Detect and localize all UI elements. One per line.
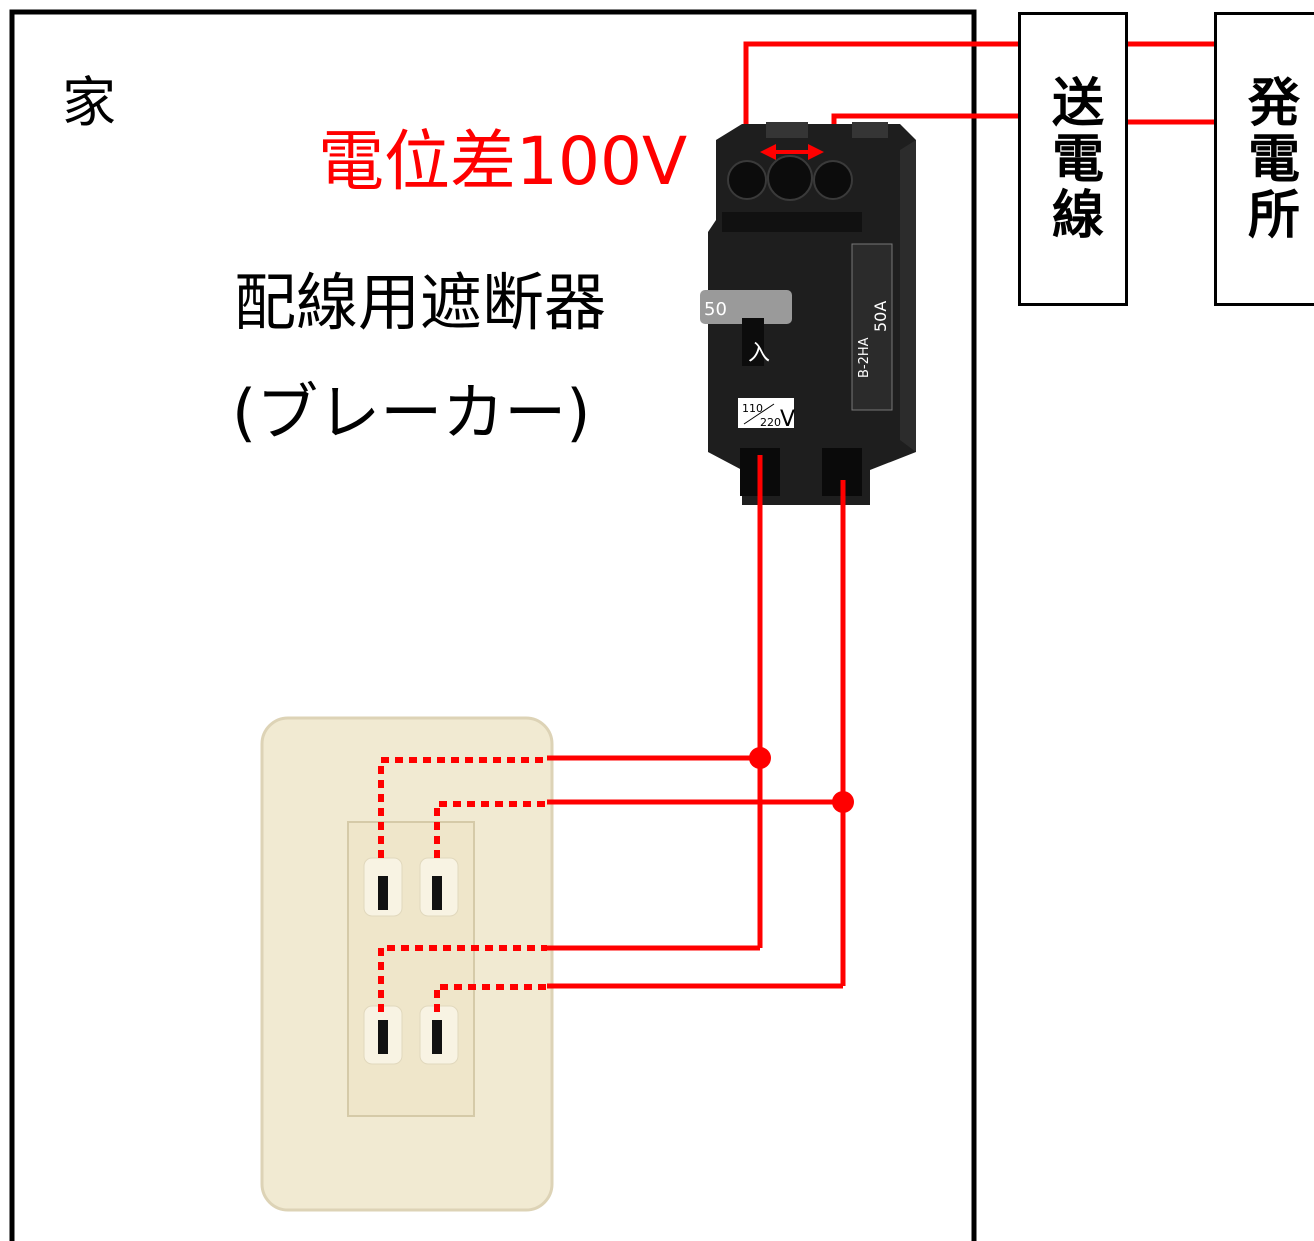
power-plant-label: 発電所 [1238,75,1299,243]
terminal-center [767,155,813,201]
breaker-device: 50 入 110 220 V B-2HA 50A [700,122,916,505]
transmission-line-label: 送電線 [1042,75,1103,243]
rating-plate [738,398,794,428]
power-plant-box: 発電所 [1214,12,1314,306]
rating-top: 110 [742,402,763,415]
transmission-line-box: 送電線 [1018,12,1128,306]
socket-slot-4 [432,1020,442,1054]
voltage-arrow [760,144,824,160]
breaker-model: B-2HA [857,337,872,378]
breaker-current: 50A [871,301,890,332]
house-wires [547,455,846,989]
socket-slot-1 [378,876,388,910]
socket-slot-3 [378,1020,388,1054]
wall-outlet [260,716,554,1212]
hidden-wires-dotted [378,757,547,1012]
junction-dots [749,747,854,813]
breaker-name: 配線用遮断器 [234,266,607,339]
terminal-right [813,160,853,200]
handle-mark: 50 [704,299,727,320]
breaker-alias: (ブレーカー) [232,376,591,449]
spec-label [851,243,893,411]
terminal-left [727,160,767,200]
handle-state: 入 [748,341,770,366]
rating-unit: V [780,407,795,432]
rating-bottom: 220 [760,416,781,429]
voltage-difference-label: 電位差100V [318,123,688,200]
socket-slot-2 [432,876,442,910]
house-label: 家 [62,71,116,134]
house-frame [9,9,977,1241]
breaker-handle [700,290,792,324]
